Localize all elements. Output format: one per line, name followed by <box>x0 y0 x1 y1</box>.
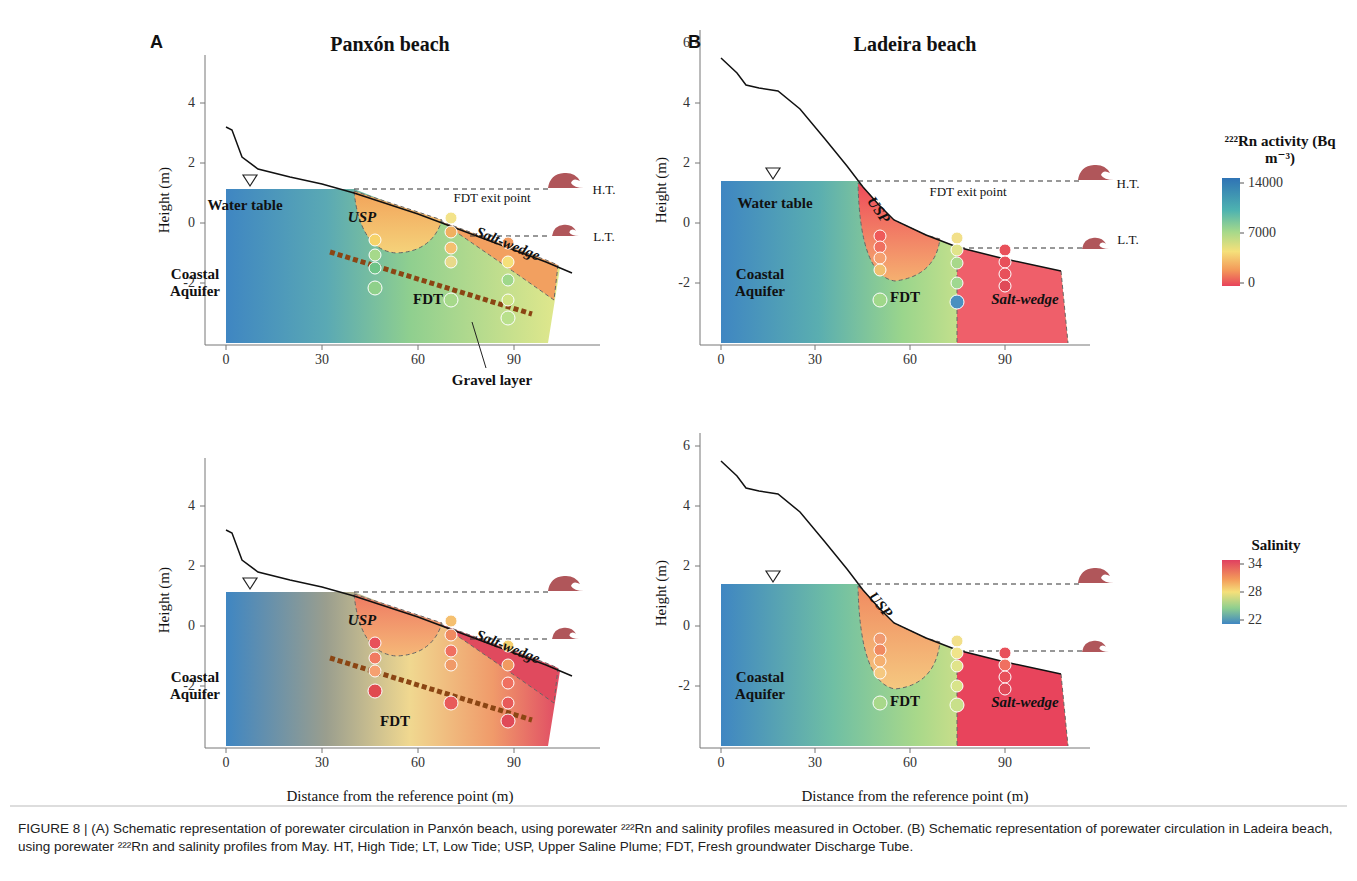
tick-label: 4 <box>188 95 195 111</box>
tick-label: 0 <box>718 352 725 368</box>
tick-label: 28 <box>1248 584 1262 600</box>
zone-label: Coastal Aquifer <box>720 669 800 704</box>
tick-label: 2 <box>683 155 690 171</box>
axis-title: Height (m) <box>653 157 670 223</box>
zone-label: Water table <box>207 197 282 214</box>
zone-label: Coastal Aquifer <box>155 669 235 704</box>
tick-label: 0 <box>188 618 195 634</box>
zone-label: Water table <box>737 195 812 212</box>
tick-label: 0 <box>188 215 195 231</box>
tick-label: 0 <box>223 352 230 368</box>
tick-label: 4 <box>683 498 690 514</box>
axis-title: Height (m) <box>156 567 173 633</box>
axis-title: Distance from the reference point (m) <box>802 788 1029 805</box>
annotation: FDT exit point <box>929 185 1006 200</box>
tick-label: 0 <box>718 755 725 771</box>
annotation: L.T. <box>593 230 614 245</box>
zone-label: ²²²Rn activity (Bq m⁻³) <box>1220 133 1340 168</box>
tick-label: 0 <box>1248 275 1255 291</box>
axis-title: Distance from the reference point (m) <box>287 788 514 805</box>
zone-label: FDT <box>890 289 920 306</box>
tick-label: 90 <box>998 755 1012 771</box>
tick-label: 60 <box>411 755 425 771</box>
tick-label: 0 <box>223 755 230 771</box>
tick-label: 30 <box>315 755 329 771</box>
tick-label: 2 <box>188 155 195 171</box>
tick-label: 34 <box>1248 556 1262 572</box>
annotation: H.T. <box>1117 177 1140 192</box>
tick-label: 0 <box>683 618 690 634</box>
annotation: L.T. <box>1117 233 1138 248</box>
panel-title: Panxón beach <box>330 33 449 56</box>
tick-label: 4 <box>683 95 690 111</box>
zone-label: Salt-wedge <box>991 694 1059 711</box>
axis-title: Height (m) <box>156 167 173 233</box>
tick-label: -2 <box>678 678 690 694</box>
tick-label: 60 <box>903 755 917 771</box>
axis-title: Height (m) <box>653 560 670 626</box>
tick-label: 7000 <box>1248 225 1276 241</box>
annotation: FDT exit point <box>453 191 530 206</box>
zone-label: FDT <box>413 291 443 308</box>
figure-caption: FIGURE 8 | (A) Schematic representation … <box>18 820 1338 856</box>
tick-label: 30 <box>808 352 822 368</box>
tick-label: 4 <box>188 498 195 514</box>
tick-label: -2 <box>678 275 690 291</box>
tick-label: 0 <box>683 215 690 231</box>
tick-label: 30 <box>808 755 822 771</box>
tick-label: 60 <box>411 352 425 368</box>
tick-label: 2 <box>683 558 690 574</box>
zone-label: Salinity <box>1251 537 1300 554</box>
zone-label: FDT <box>890 693 920 710</box>
zone-label: Salt-wedge <box>991 291 1059 308</box>
tick-label: 90 <box>998 352 1012 368</box>
tick-label: 6 <box>683 438 690 454</box>
annotation: H.T. <box>593 183 616 198</box>
tick-label: 90 <box>507 755 521 771</box>
tick-label: 14000 <box>1248 175 1283 191</box>
zone-label: Gravel layer <box>452 372 532 389</box>
zone-label: USP <box>348 209 376 226</box>
tick-label: 6 <box>683 35 690 51</box>
panel-title: Ladeira beach <box>854 33 977 56</box>
zone-label: Coastal Aquifer <box>720 266 800 301</box>
panel-letter: A <box>150 32 163 53</box>
tick-label: 60 <box>903 352 917 368</box>
tick-label: 2 <box>188 558 195 574</box>
zone-label: Coastal Aquifer <box>155 266 235 301</box>
zone-label: USP <box>348 612 376 629</box>
tick-label: 22 <box>1248 612 1262 628</box>
tick-label: 30 <box>315 352 329 368</box>
zone-label: FDT <box>380 713 410 730</box>
tick-label: 90 <box>507 352 521 368</box>
